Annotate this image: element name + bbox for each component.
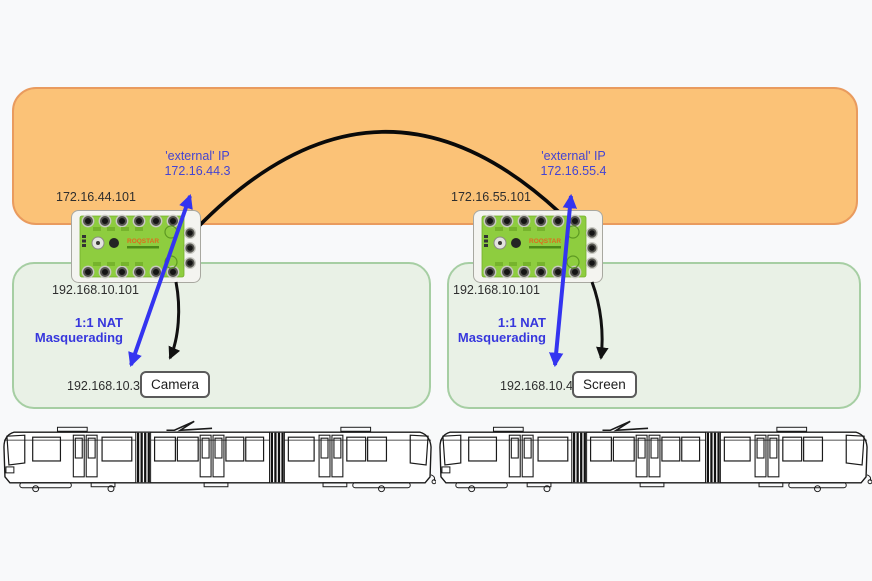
internal-network-zone-right [447,262,861,409]
endpoint-ip-label-left: 192.168.10.3 [67,379,140,393]
switch-brand-text: ROQSTAR [127,238,159,245]
ethernet-switch-left: ROQSTAR [71,210,201,283]
camera-node: Camera [140,371,211,398]
lan-ip-label-right: 192.168.10.101 [453,283,540,297]
nat-line1: 1:1 NAT [74,315,123,330]
external-network-zone [12,87,858,225]
external-ip-value: 172.16.55.4 [540,164,607,178]
lan-ip-label-left: 192.168.10.101 [52,283,139,297]
nat-label-right: 1:1 NAT Masquerading [443,315,546,345]
external-ip-label-left: 'external' IP 172.16.44.3 [150,149,245,179]
screen-node: Screen [572,371,637,398]
tram-illustration-right [436,419,872,497]
external-ip-caption: 'external' IP [541,149,606,163]
wan-ip-label-right: 172.16.55.101 [451,190,531,204]
ethernet-switch-right: ROQSTAR [473,210,603,283]
internal-network-zone-left [12,262,431,409]
tram-illustration-left [0,419,436,497]
nat-line2: Masquerading [34,330,123,345]
nat-line1: 1:1 NAT [497,315,546,330]
external-ip-label-right: 'external' IP 172.16.55.4 [526,149,621,179]
nat-line2: Masquerading [457,330,546,345]
external-ip-value: 172.16.44.3 [164,164,231,178]
wan-ip-label-left: 172.16.44.101 [56,190,136,204]
external-ip-caption: 'external' IP [165,149,230,163]
endpoint-ip-label-right: 192.168.10.4 [500,379,573,393]
switch-brand-text: ROQSTAR [529,238,561,245]
nat-label-left: 1:1 NAT Masquerading [20,315,123,345]
